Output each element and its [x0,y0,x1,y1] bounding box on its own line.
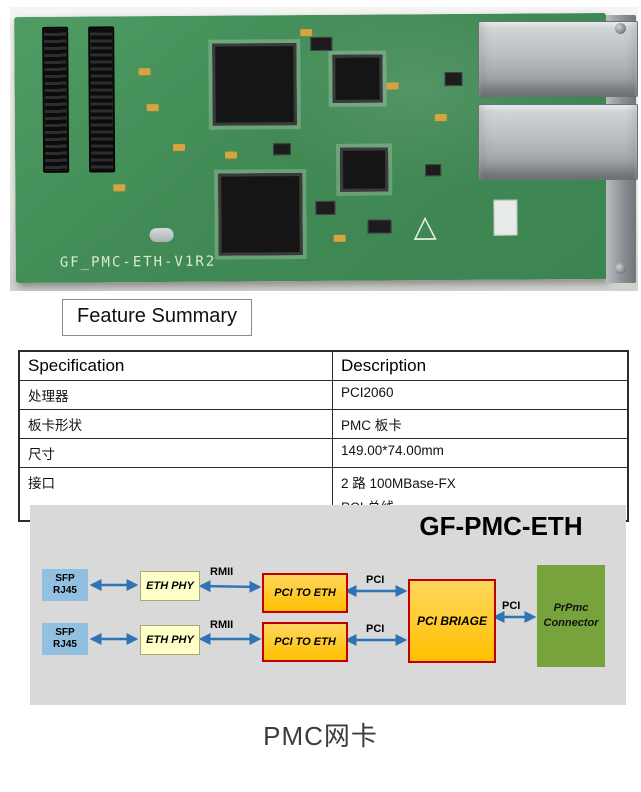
desc-cell: PCI2060 [332,380,629,410]
sfp-cage-2 [478,104,638,180]
block-eth-phy-1: ETH PHY [140,571,200,601]
logo-triangle-icon: △ [413,210,437,244]
col-header-specification: Specification [18,350,333,381]
bus-label-pci-2: PCI [366,623,385,635]
ic-chip [425,164,442,177]
pmc-connector-1 [42,26,70,173]
ic-chip [332,54,383,103]
ic-chip [272,143,292,156]
page-caption: PMC网卡 [263,721,378,751]
spec-table: Specification Description 处理器 PCI2060 板卡… [18,350,629,522]
desc-cell: 149.00*74.00mm [332,438,629,468]
block-pci-to-eth-1: PCI TO ETH [262,573,348,613]
col-header-description: Description [332,350,629,381]
ic-chip-qfp [212,43,297,126]
desc-cell: PMC 板卡 [332,409,629,439]
pmc-connector-2 [88,26,116,173]
ic-chip [315,200,336,215]
block-diagram: GF-PMC-ETH SFP RJ45 SFP RJ45 ETH PHY ETH… [30,505,626,705]
capacitor [300,28,313,37]
board-photo: △ GF_PMC-ETH-V1R2 [10,7,638,291]
bus-label-pci-1: PCI [366,574,385,586]
bus-label-rmii-2: RMII [210,619,234,631]
capacitor [146,104,159,112]
bus-label-pci-3: PCI [502,600,521,612]
capacitor [138,68,151,76]
block-sfp-rj45-2: SFP RJ45 [42,623,88,655]
block-pci-bridge: PCI BRIAGE [408,579,496,663]
table-header-row: Specification Description [18,350,629,381]
capacitor [113,184,126,192]
capacitor [225,151,238,159]
desc-line-1: 2 路 100MBase-FX [341,476,456,491]
panel-screw [615,263,626,274]
capacitor [333,234,346,242]
block-prpmc-connector: PrPmc Connector [537,565,605,667]
ic-chip [444,71,463,87]
diagram-title: GF-PMC-ETH [419,511,583,541]
feature-summary-title: Feature Summary [77,305,238,327]
spec-cell: 处理器 [18,380,333,410]
crystal-oscillator [149,227,174,243]
small-connector [493,199,518,236]
ic-chip [339,147,389,192]
panel-screw [615,23,626,34]
block-pci-to-eth-2: PCI TO ETH [262,622,348,662]
table-row: 板卡形状 PMC 板卡 [18,409,629,439]
table-row: 尺寸 149.00*74.00mm [18,438,629,468]
capacitor [434,114,447,122]
ic-chip [367,219,392,234]
block-sfp-rj45-1: SFP RJ45 [42,569,88,601]
table-row: 处理器 PCI2060 [18,380,629,410]
capacitor [386,82,399,90]
board-silkscreen-label: GF_PMC-ETH-V1R2 [59,253,217,271]
feature-summary-heading: Feature Summary [62,299,253,336]
block-eth-phy-2: ETH PHY [140,625,200,655]
ic-chip [310,36,333,52]
bus-label-rmii-1: RMII [210,566,234,578]
spec-cell: 尺寸 [18,438,333,468]
sfp-cage-1 [478,21,638,97]
spec-cell: 板卡形状 [18,409,333,439]
ic-chip-qfp [218,173,303,256]
capacitor [172,143,186,151]
